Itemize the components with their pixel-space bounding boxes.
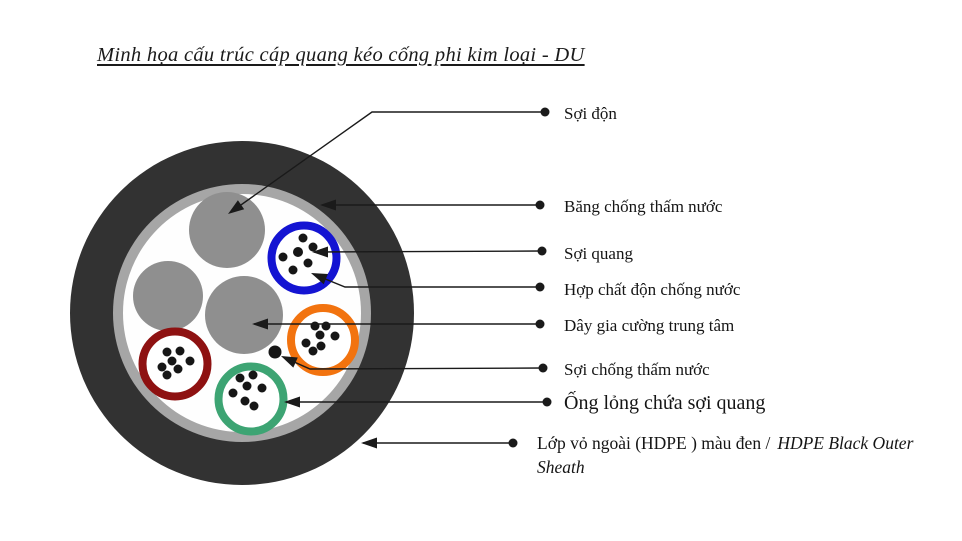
label-dot-lop-vo-ngoai [508, 438, 518, 448]
label-hop-chat-don-chong-nuoc: Hợp chất độn chống nước [564, 280, 741, 299]
label-soi-chong-tham-nuoc: Sợi chống thấm nước [564, 360, 710, 379]
arrowhead-soi-quang [312, 246, 328, 258]
optical-fibers [157, 233, 340, 411]
arrowhead-hop-chat [311, 273, 328, 285]
label-soi-don: Sợi độn [564, 104, 617, 123]
label-dot-ong-long [542, 397, 552, 407]
label-bang-chong-tham-nuoc: Băng chống thấm nước [564, 197, 723, 216]
label-dot-soi-don [540, 107, 550, 117]
water-blocking-yarn-dot [268, 345, 282, 359]
label-dot-soi-quang [537, 246, 547, 256]
arrowhead-ong-long [284, 396, 300, 408]
loose-tubes [138, 221, 359, 436]
loose-tube-orange [287, 304, 359, 376]
leader-line-soi-don [230, 111, 545, 213]
page-title: Minh họa cấu trúc cáp quang kéo cống phi… [97, 44, 585, 66]
label-dot-day-gia-cuong [535, 319, 545, 329]
label-day-gia-cuong-trung-tam: Dây gia cường trung tâm [564, 316, 735, 335]
fibers-green-tube [228, 370, 267, 411]
arrowhead-soi-chong-tham-nuoc [281, 356, 298, 368]
arrowhead-day-gia-cuong [252, 318, 268, 330]
fibers-blue-tube [278, 233, 318, 275]
filler-rod-top [189, 192, 265, 268]
leader-line-soi-quang [313, 250, 543, 253]
label-lop-vo-ngoai-vietnamese: Lớp vỏ ngoài (HDPE ) màu đen / [537, 433, 771, 453]
leader-lines [230, 111, 547, 444]
label-ong-long-chua-soi-quang: Ống lỏng chứa sợi quang [564, 392, 766, 414]
label-soi-quang: Sợi quang [564, 244, 633, 263]
arrowhead-lop-vo-ngoai [361, 437, 377, 449]
loose-tube-green [214, 362, 288, 436]
filler-rod-left [133, 261, 203, 331]
leader-arrowheads-and-dots [228, 107, 552, 449]
fibers-dark-red-tube [157, 346, 195, 380]
central-strength-member [205, 276, 283, 354]
arrowhead-soi-don [228, 200, 245, 214]
label-lop-vo-ngoai-english: HDPE Black Outer Sheath [537, 433, 914, 477]
arrowhead-bang-chong-tham-nuoc [320, 199, 336, 211]
fibers-orange-tube [301, 321, 340, 356]
label-lop-vo-ngoai: Lớp vỏ ngoài (HDPE ) màu đen /HDPE Black… [537, 432, 939, 479]
filler-rods [133, 192, 283, 354]
label-dot-soi-chong-tham-nuoc [538, 363, 548, 373]
label-dot-bang-chong-tham-nuoc [535, 200, 545, 210]
label-dot-hop-chat [535, 282, 545, 292]
